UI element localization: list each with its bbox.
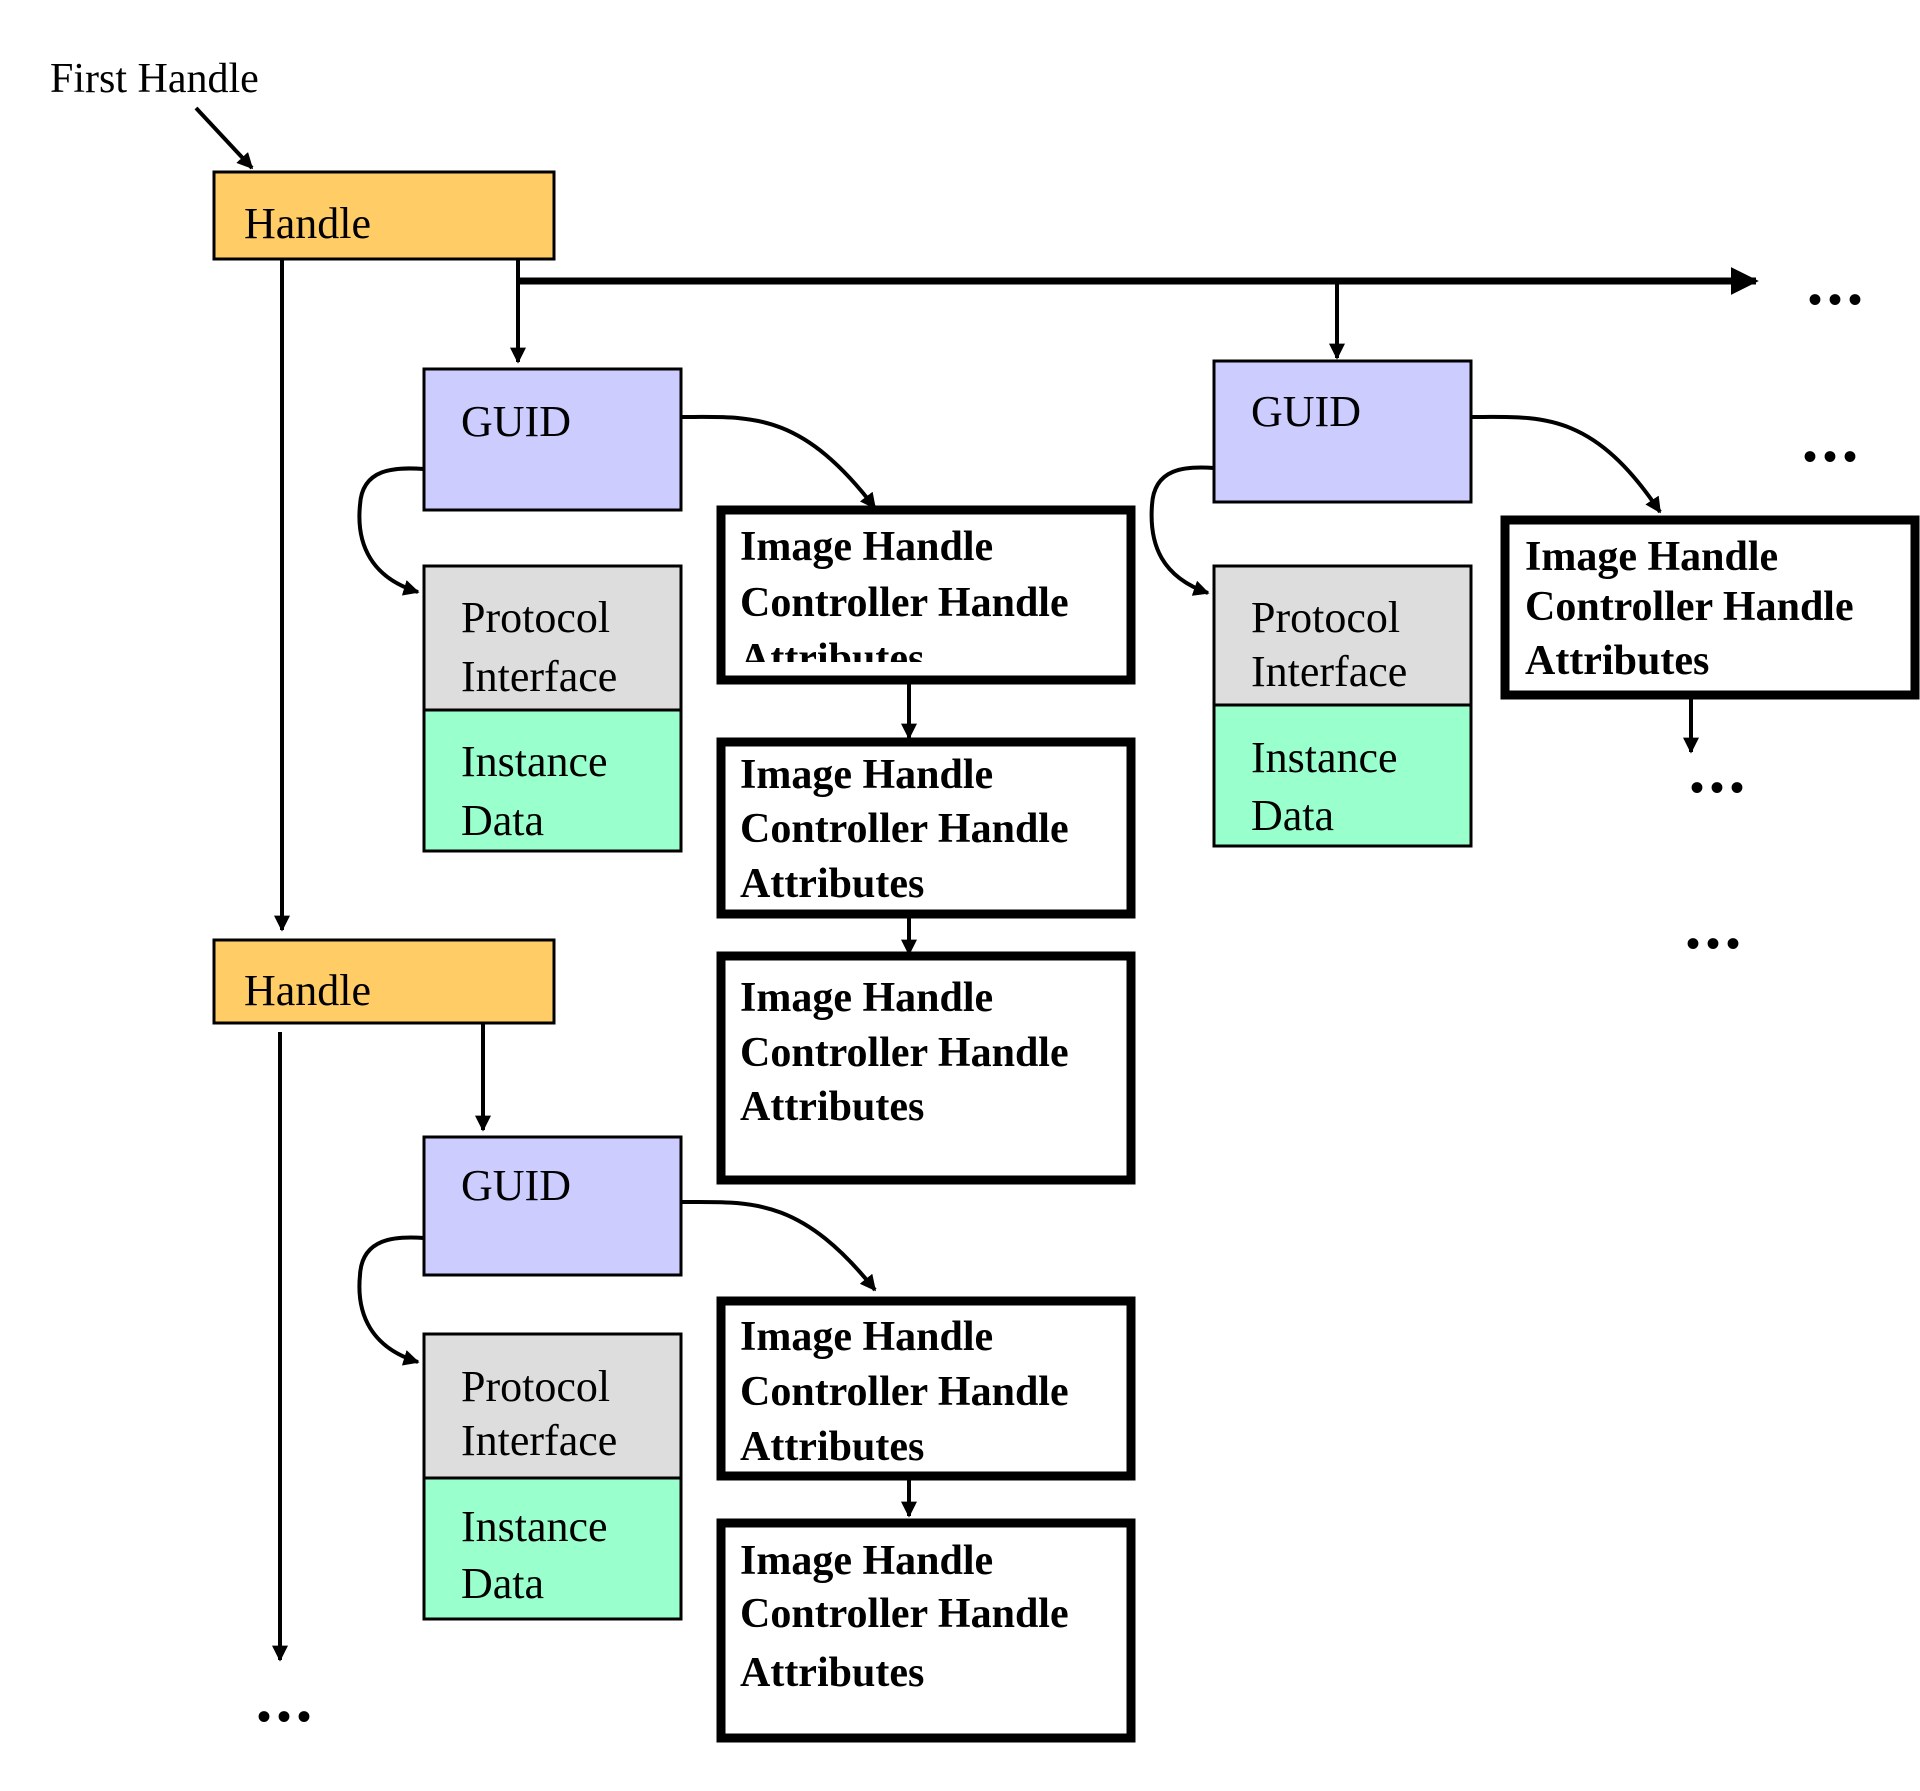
- continuation-protocol-list: •••: [1808, 277, 1868, 322]
- open-info-4-line1: Image Handle: [1525, 534, 1778, 580]
- open-info-box-1: [716, 505, 1136, 685]
- protocol-interface-label-3b: Interface: [461, 1416, 617, 1465]
- continuation-handle-chain: •••: [257, 1694, 317, 1739]
- open-info-6-line3: Attributes: [740, 1650, 924, 1696]
- guid-to-protocol-arrow-2: [1149, 465, 1215, 596]
- instance-data-label-2a: Instance: [1251, 733, 1398, 782]
- instance-data-label-1a: Instance: [461, 737, 608, 786]
- open-info-box-3: [716, 951, 1136, 1185]
- protocol-interface-label-1b: Interface: [461, 652, 617, 701]
- open-info-1-line1: Image Handle: [740, 524, 993, 570]
- protocol-interface-box-1: [422, 564, 683, 712]
- instance-data-box-2: [1212, 703, 1473, 848]
- open-info-2-line1: Image Handle: [740, 752, 993, 798]
- open-info-3-line2: Controller Handle: [740, 1030, 1069, 1076]
- open-info-2-line2: Controller Handle: [740, 806, 1069, 852]
- handle-box-1: [212, 170, 556, 261]
- open-info-box-2: [716, 737, 1136, 919]
- first-handle-pointer: [194, 106, 254, 170]
- guid-box-1: [422, 367, 683, 512]
- instance-data-label-1b: Data: [461, 796, 544, 845]
- open-info-5-line2: Controller Handle: [740, 1369, 1069, 1415]
- open-info-box-4: [1500, 515, 1920, 700]
- open-info-4-line3: Attributes: [1525, 638, 1709, 684]
- instance-data-label-3a: Instance: [461, 1502, 608, 1551]
- open-info-5-line1: Image Handle: [740, 1314, 993, 1360]
- guid-to-open-info-arrow-2: [1470, 414, 1662, 514]
- guid-box-3: [422, 1135, 683, 1277]
- open-info-1-line2: Controller Handle: [740, 580, 1069, 626]
- instance-data-label-3b: Data: [461, 1559, 544, 1608]
- guid-label-3: GUID: [461, 1161, 571, 1210]
- open-info-6-line1: Image Handle: [740, 1538, 993, 1584]
- protocol-interface-label-2a: Protocol: [1251, 593, 1400, 642]
- protocol-interface-label-3a: Protocol: [461, 1362, 610, 1411]
- handle-label-2: Handle: [244, 966, 371, 1015]
- instance-data-box-1: [422, 708, 683, 853]
- continuation-guid-2: •••: [1803, 434, 1863, 479]
- open-info-6-line2: Controller Handle: [740, 1591, 1069, 1637]
- protocol-interface-label-2b: Interface: [1251, 647, 1407, 696]
- handle-label-1: Handle: [244, 199, 371, 248]
- guid-to-open-info-arrow-1: [680, 414, 877, 510]
- open-info-4-line2: Controller Handle: [1525, 584, 1854, 630]
- continuation-guid-2-chain: •••: [1686, 921, 1746, 966]
- protocol-interface-label-1a: Protocol: [461, 593, 610, 642]
- instance-data-box-3: [422, 1476, 683, 1621]
- open-info-box-5: [716, 1296, 1136, 1481]
- guid-to-protocol-arrow-3: [357, 1235, 425, 1366]
- guid-to-protocol-arrow-1: [357, 466, 425, 596]
- open-info-box-6: [716, 1518, 1136, 1743]
- protocol-interface-box-2: [1212, 564, 1473, 707]
- guid-label-1: GUID: [461, 397, 571, 446]
- continuation-open-info-4: •••: [1690, 765, 1750, 810]
- open-info-3-line1: Image Handle: [740, 975, 993, 1021]
- open-info-5-line3: Attributes: [740, 1424, 924, 1470]
- guid-label-2: GUID: [1251, 387, 1361, 436]
- guid-box-2: [1212, 359, 1473, 504]
- first-handle-label: First Handle: [50, 56, 259, 102]
- open-info-3-line3: Attributes: [740, 1084, 924, 1130]
- guid-to-open-info-arrow-3: [680, 1199, 877, 1292]
- instance-data-label-2b: Data: [1251, 791, 1334, 840]
- open-info-2-line3: Attributes: [740, 861, 924, 907]
- handle-box-2: [212, 938, 556, 1025]
- open-info-1-line3: Attributes: [740, 636, 924, 682]
